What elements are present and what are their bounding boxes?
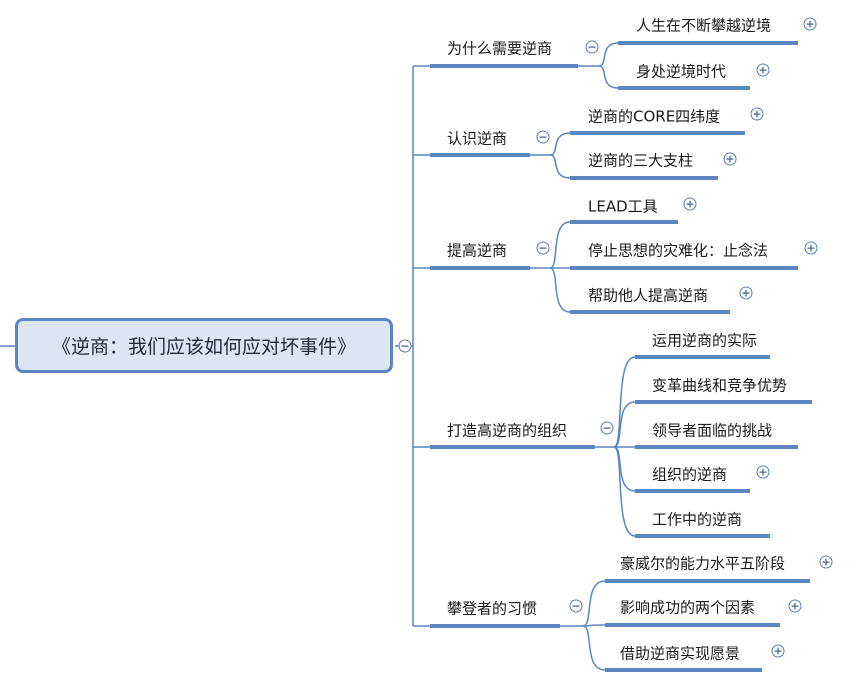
expand-toggle[interactable]: + [756, 465, 770, 479]
child-connector [613, 446, 636, 537]
collapse-toggle[interactable]: − [569, 599, 583, 613]
branch-topic[interactable]: 打造高逆商的组织 [447, 421, 568, 440]
expand-toggle[interactable]: + [756, 63, 770, 77]
subtopic[interactable]: 停止思想的灾难化：止念法 [588, 241, 769, 260]
child-connector [582, 625, 606, 671]
subtopic[interactable]: 豪威尔的能力水平五阶段 [620, 554, 786, 573]
subtopic[interactable]: LEAD工具 [588, 197, 658, 216]
branch-topic[interactable]: 认识逆商 [447, 129, 508, 148]
expand-toggle[interactable]: + [750, 107, 764, 121]
expand-toggle[interactable]: + [771, 644, 785, 658]
branch-topic[interactable]: 提高逆商 [447, 241, 508, 260]
child-connector [549, 132, 571, 156]
root-topic[interactable]: 《逆商：我们应该如何应对坏事件》 [15, 318, 393, 373]
subtopic[interactable]: 逆商的CORE四纬度 [588, 107, 721, 126]
child-connector [549, 267, 571, 313]
expand-toggle[interactable]: + [819, 555, 833, 569]
expand-toggle[interactable]: + [803, 17, 817, 31]
subtopic[interactable]: 运用逆商的实际 [652, 331, 758, 350]
child-connector [549, 221, 571, 269]
subtopic[interactable]: 人生在不断攀越逆境 [636, 16, 772, 35]
expand-toggle[interactable]: + [788, 599, 802, 613]
collapse-toggle[interactable]: − [536, 241, 550, 255]
subtopic[interactable]: 领导者面临的挑战 [652, 421, 773, 440]
child-connector [613, 356, 636, 448]
root-topic-label: 《逆商：我们应该如何应对坏事件》 [51, 336, 356, 358]
subtopic[interactable]: 影响成功的两个因素 [620, 598, 756, 617]
branch-topic[interactable]: 攀登者的习惯 [447, 599, 538, 618]
root-collapse-toggle[interactable]: − [398, 339, 412, 353]
subtopic[interactable]: 身处逆境时代 [636, 62, 727, 81]
subtopic[interactable]: 帮助他人提高逆商 [588, 286, 709, 305]
branch-topic[interactable]: 为什么需要逆商 [447, 39, 553, 58]
expand-toggle[interactable]: + [804, 241, 818, 255]
child-connector [613, 401, 636, 448]
child-connector [598, 65, 619, 89]
expand-toggle[interactable]: + [739, 286, 753, 300]
expand-toggle[interactable]: + [683, 197, 697, 211]
collapse-toggle[interactable]: − [585, 40, 599, 54]
subtopic[interactable]: 组织的逆商 [652, 465, 728, 484]
subtopic[interactable]: 工作中的逆商 [652, 510, 743, 529]
subtopic[interactable]: 变革曲线和竞争优势 [652, 376, 788, 395]
child-connector [598, 42, 619, 67]
subtopic[interactable]: 借助逆商实现愿景 [620, 644, 741, 663]
child-connector [582, 580, 606, 627]
expand-toggle[interactable]: + [723, 152, 737, 166]
child-connector [549, 154, 571, 179]
subtopic[interactable]: 逆商的三大支柱 [588, 151, 694, 170]
collapse-toggle[interactable]: − [536, 130, 550, 144]
collapse-toggle[interactable]: − [600, 421, 614, 435]
